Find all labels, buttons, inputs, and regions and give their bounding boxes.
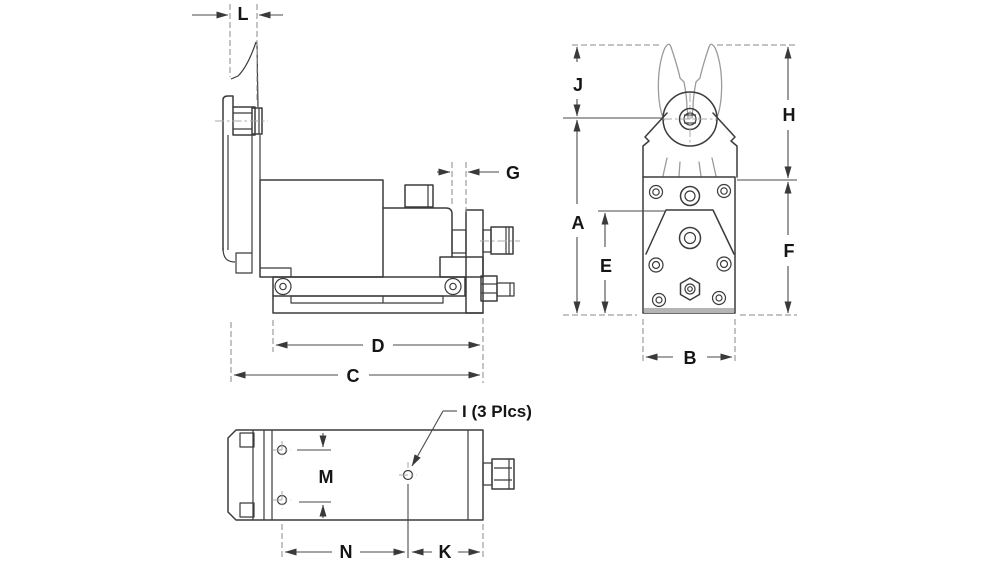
bracket-notch	[239, 432, 255, 448]
dim-label-K: K	[439, 542, 452, 562]
screw-hole	[648, 257, 664, 273]
cutter-blade-side	[230, 41, 259, 108]
dim-label-D: D	[372, 336, 385, 356]
cutter-blade-left	[657, 43, 672, 121]
dim-label-C: C	[347, 366, 360, 386]
dim-J: J	[573, 46, 583, 117]
mounting-bracket	[222, 95, 261, 274]
threaded-rod	[480, 275, 515, 302]
dim-A: A	[572, 119, 585, 314]
dim-label-F: F	[784, 241, 795, 261]
spacer-block	[451, 229, 467, 254]
pivot-bolt	[663, 93, 717, 145]
dim-C: C	[230, 322, 481, 386]
front-block	[439, 256, 484, 278]
dim-B: B	[642, 319, 736, 368]
dim-E: E	[600, 212, 612, 314]
dim-I: I (3 Plcs)	[399, 402, 532, 558]
dim-K: K	[411, 524, 484, 562]
bore-hole	[679, 185, 701, 207]
bottom-air-fitting	[482, 458, 515, 490]
dim-label-J: J	[573, 75, 583, 95]
dim-F: F	[784, 181, 795, 314]
clamp-screw	[215, 106, 268, 136]
dim-H: H	[783, 46, 796, 179]
bottom-view: I (3 Plcs) M N K	[227, 402, 532, 562]
dim-label-L: L	[238, 4, 249, 24]
countersunk-screw	[444, 277, 462, 296]
dim-label-M: M	[319, 467, 334, 487]
dim-N: N	[281, 524, 406, 562]
screw-hole	[716, 256, 732, 272]
cutter-blade-right	[708, 43, 723, 121]
dim-label-G: G	[506, 163, 520, 183]
dim-label-H: H	[783, 105, 796, 125]
dim-label-I: I (3 Plcs)	[462, 402, 532, 421]
side-view: L G D C	[192, 4, 520, 386]
dim-D: D	[272, 318, 484, 383]
screw-hole	[651, 292, 667, 308]
mounting-holes	[273, 441, 291, 509]
bracket-notch	[239, 502, 255, 518]
screw-hole	[716, 183, 732, 199]
cylinder-section	[382, 184, 484, 278]
dim-label-B: B	[684, 348, 697, 368]
top-air-fitting	[404, 184, 434, 208]
dim-label-E: E	[600, 256, 612, 276]
chamfered-plate	[645, 209, 735, 255]
screw-hole	[648, 184, 664, 200]
front-view: J A E H F B	[563, 43, 797, 368]
front-body-block	[642, 176, 736, 314]
dim-G: G	[437, 162, 520, 212]
dim-M: M	[297, 433, 334, 518]
motor-housing	[259, 179, 384, 278]
countersunk-screw	[274, 277, 292, 296]
hex-nut-front	[679, 277, 701, 301]
dim-L: L	[192, 4, 283, 102]
dim-label-A: A	[572, 213, 585, 233]
cutter-blades	[657, 43, 723, 177]
bottom-body	[227, 429, 484, 521]
base-plate	[272, 276, 484, 314]
dim-label-N: N	[340, 542, 353, 562]
screw-hole	[711, 290, 727, 306]
blade-tangs	[662, 157, 717, 177]
leader-line	[411, 410, 444, 467]
center-hole	[678, 226, 702, 250]
side-air-fitting	[480, 226, 520, 255]
base-shading	[644, 308, 734, 313]
